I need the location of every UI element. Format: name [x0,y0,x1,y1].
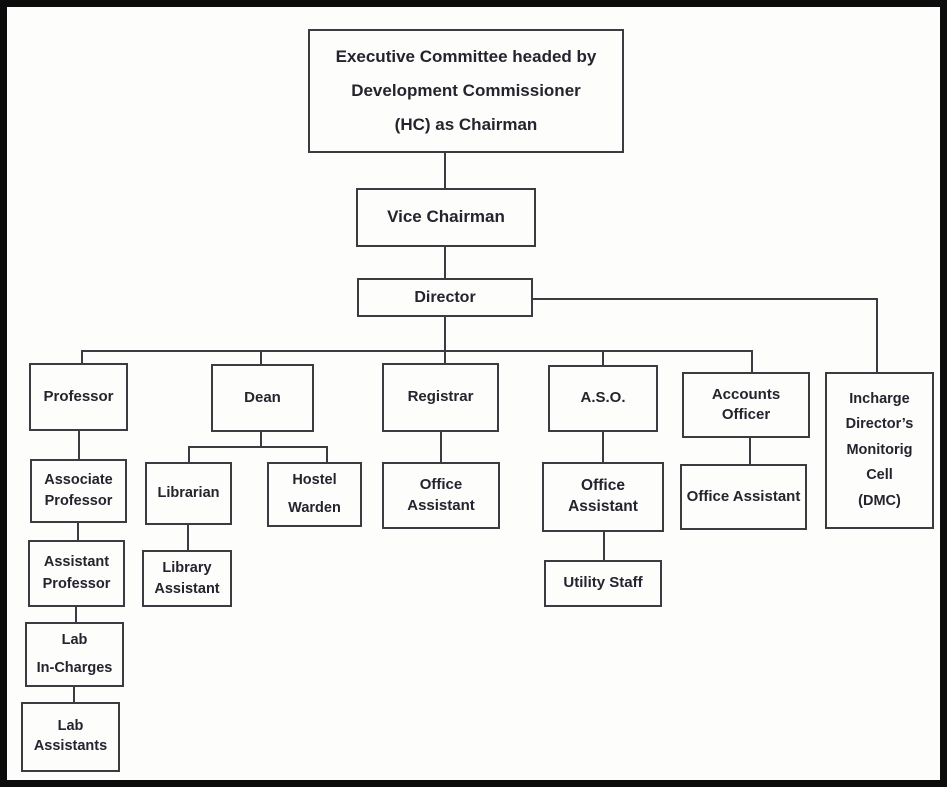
connector-drop-dean [260,350,262,364]
node-associate-professor: Associate Professor [30,459,127,523]
node-office-assistant-aso: Office Assistant [542,462,664,532]
connector-vice-director [444,247,446,278]
node-professor: Professor [29,363,128,431]
node-director: Director [357,278,533,317]
node-assistant-professor: Assistant Professor [28,540,125,607]
node-aso: A.S.O. [548,365,658,432]
connector-asst-labinch [75,607,77,622]
node-hostel-warden: Hostel Warden [267,462,362,527]
node-registrar: Registrar [382,363,499,432]
node-vice-chairman: Vice Chairman [356,188,536,247]
connector-director-dmc-v [876,298,878,372]
connector-director-drop [444,317,446,363]
connector-exec-vice [444,153,446,188]
connector-dean-drop [260,432,262,446]
connector-dean-children-bus [188,446,328,448]
node-office-assistant-accounts: Office Assistant [680,464,807,530]
node-executive-committee: Executive Committee headed by Developmen… [308,29,624,153]
connector-drop-librarian [188,446,190,462]
connector-librarian-libasst [187,525,189,550]
connector-accounts-oa [749,438,751,464]
node-librarian: Librarian [145,462,232,525]
node-utility-staff: Utility Staff [544,560,662,607]
node-lab-assistants: Lab Assistants [21,702,120,772]
connector-drop-hostel [326,446,328,462]
connector-drop-accounts [751,350,753,372]
connector-oa-utility [603,532,605,560]
node-library-assistant: Library Assistant [142,550,232,607]
node-office-assistant-registrar: Office Assistant [382,462,500,529]
connector-drop-professor [81,350,83,363]
connector-drop-aso [602,350,604,365]
node-incharge-dmc: Incharge Director’s Monitorig Cell (DMC) [825,372,934,529]
connector-professor-assoc [78,431,80,459]
connector-children-bus [81,350,753,352]
node-lab-incharges: Lab In-Charges [25,622,124,687]
connector-director-dmc-h [531,298,878,300]
connector-labinch-labasst [73,687,75,702]
connector-aso-oa [602,432,604,462]
connector-assoc-asst [77,523,79,540]
connector-registrar-oa [440,432,442,462]
node-accounts-officer: Accounts Officer [682,372,810,438]
node-dean: Dean [211,364,314,432]
